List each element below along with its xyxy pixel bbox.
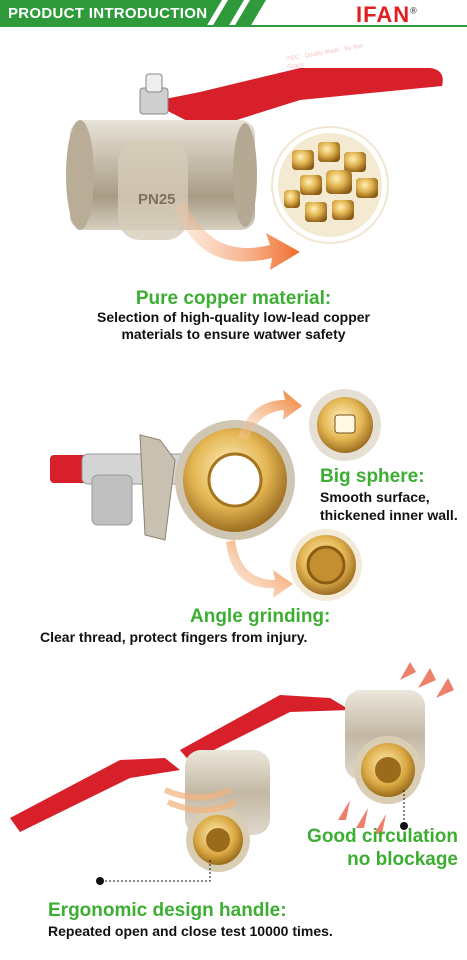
registered-mark: ® — [410, 5, 418, 16]
brand-logo: IFAN® — [356, 2, 418, 28]
header-title: PRODUCT INTRODUCTION — [8, 5, 208, 22]
two-valves-image — [0, 650, 467, 900]
no-blockage-title: no blockage — [347, 849, 458, 870]
section1-line1: Selection of high-quality low-lead coppe… — [96, 309, 371, 325]
big-sphere-desc-line1: Smooth surface, — [320, 489, 430, 505]
valve-product-image: PN25 ITEC · Quality Made · By Ifan Group — [0, 30, 467, 290]
ergonomic-handle-title: Ergonomic design handle: — [48, 900, 287, 921]
big-sphere-title: Big sphere: — [320, 466, 425, 487]
section1-line2: materials to ensure watwer safety — [121, 326, 346, 342]
valve-side-view-image — [0, 380, 467, 610]
ergonomic-handle-desc: Repeated open and close test 10000 times… — [48, 923, 333, 939]
brand-logo-text: IFAN — [356, 2, 411, 27]
good-circulation-title: Good circulation — [307, 826, 458, 847]
header-bar: PRODUCT INTRODUCTION IFAN® — [0, 0, 467, 27]
angle-grinding-desc: Clear thread, protect fingers from injur… — [40, 629, 308, 645]
valve-body-marking: PN25 — [138, 191, 176, 208]
section1-title: Pure copper material: — [135, 288, 332, 309]
angle-grinding-title: Angle grinding: — [190, 606, 331, 627]
big-sphere-desc-line2: thickened inner wall. — [320, 507, 458, 523]
header-background — [0, 0, 467, 27]
